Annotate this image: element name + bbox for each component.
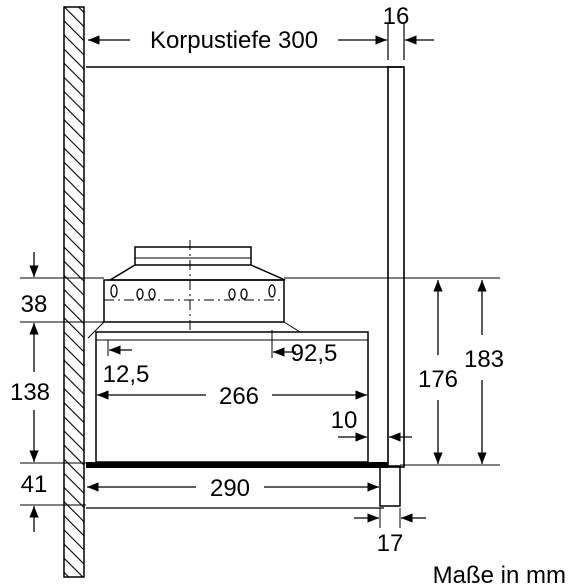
label-mounting-offset: 92,5 <box>291 340 338 367</box>
blower-unit <box>87 240 301 339</box>
label-hood-depth: 266 <box>219 383 259 410</box>
mounting-hole-icon <box>110 284 276 300</box>
wall-section <box>63 6 85 578</box>
label-height-176: 176 <box>418 366 458 393</box>
extension-lines <box>20 277 500 528</box>
label-height-38: 38 <box>21 291 48 318</box>
label-rear-gap: 10 <box>331 407 358 434</box>
cabinet-outline <box>86 24 405 468</box>
hood-body <box>86 331 401 509</box>
label-bottom-panel: 17 <box>377 530 404 557</box>
label-height-138: 138 <box>10 379 50 406</box>
label-korpustiefe: Korpustiefe 300 <box>150 27 318 54</box>
label-height-183: 183 <box>464 346 504 373</box>
label-front-panel-depth: 16 <box>383 3 410 30</box>
label-hood-total-depth: 290 <box>210 475 250 502</box>
dimension-lines <box>29 35 487 532</box>
label-height-41: 41 <box>21 471 48 498</box>
label-blower-offset: 12,5 <box>103 361 150 388</box>
unit-note: Maße in mm <box>433 562 566 588</box>
